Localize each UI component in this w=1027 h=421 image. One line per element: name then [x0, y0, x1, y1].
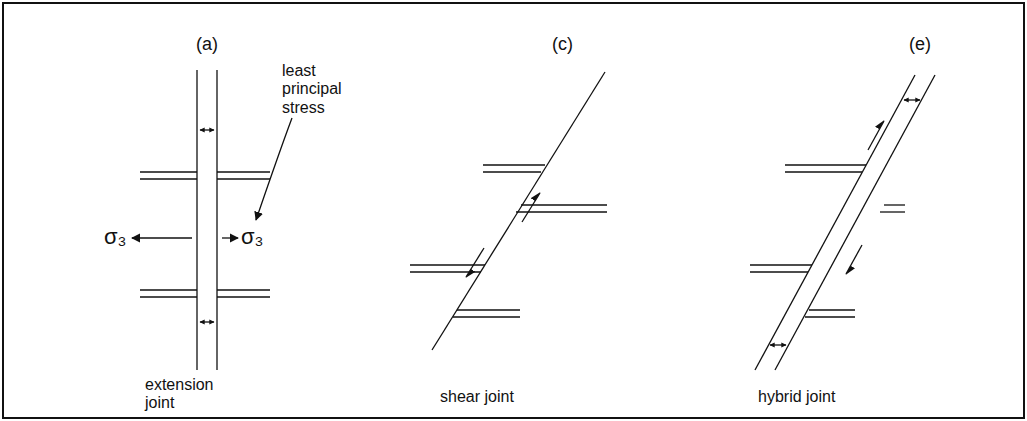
- frame: [3, 3, 1024, 418]
- panel-letter: (e): [909, 34, 931, 55]
- stress-symbol: σ₃: [104, 224, 127, 249]
- joint-caption: hybrid joint: [758, 388, 835, 406]
- stress-note: least principal stress: [282, 62, 362, 117]
- stress-symbol: σ₃: [241, 224, 264, 249]
- joint-caption: extension joint: [145, 376, 227, 413]
- panel-letter: (c): [552, 34, 573, 55]
- panel-letter: (a): [196, 34, 218, 55]
- joint-caption: shear joint: [440, 388, 514, 406]
